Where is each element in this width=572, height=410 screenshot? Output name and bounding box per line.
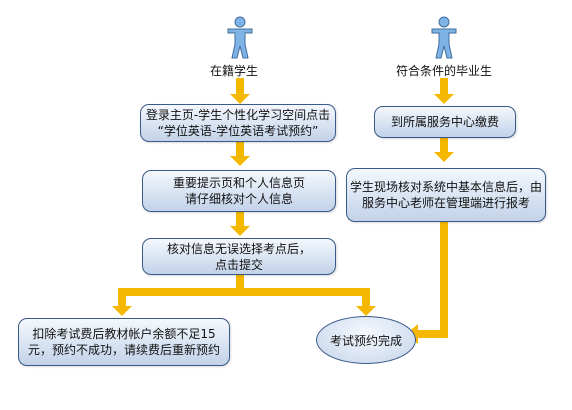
step-confirm-info: 重要提示页和个人信息页 请仔细核对个人信息 xyxy=(142,170,336,212)
step-login: 登录主页-学生个性化学习空间点击 “学位英语-学位英语考试预约” xyxy=(140,104,336,142)
actor-label-graduate: 符合条件的毕业生 xyxy=(396,64,493,78)
step-choose-site-text: 核对信息无误选择考点后， 点击提交 xyxy=(166,241,311,272)
step-login-text: 登录主页-学生个性化学习空间点击 “学位英语-学位英语考试预约” xyxy=(145,108,331,138)
step-staff-register-text: 学生现场核对系统中基本信息后，由 服务中心老师在管理端进行报考 xyxy=(349,180,542,210)
person-icon xyxy=(431,16,457,59)
actor-label-enrolled-student: 在籍学生 xyxy=(210,64,259,78)
person-icon xyxy=(227,16,253,59)
step-confirm-info-text: 重要提示页和个人信息页 请仔细核对个人信息 xyxy=(172,176,305,206)
step-done-text: 考试预约完成 xyxy=(329,333,402,348)
step-fail-text: 扣除考试费后教材帐户余额不足15 元，预约不成功，请续费后重新预约 xyxy=(27,327,220,357)
step-fail: 扣除考试费后教材帐户余额不足15 元，预约不成功，请续费后重新预约 xyxy=(18,318,230,366)
step-pay-fee: 到所属服务中心缴费 xyxy=(374,106,516,138)
step-pay-fee-text: 到所属服务中心缴费 xyxy=(390,115,499,129)
step-done: 考试预约完成 xyxy=(316,316,416,364)
step-staff-register: 学生现场核对系统中基本信息后，由 服务中心老师在管理端进行报考 xyxy=(346,168,546,222)
arrow-group xyxy=(112,78,454,344)
step-choose-site: 核对信息无误选择考点后， 点击提交 xyxy=(142,238,336,275)
